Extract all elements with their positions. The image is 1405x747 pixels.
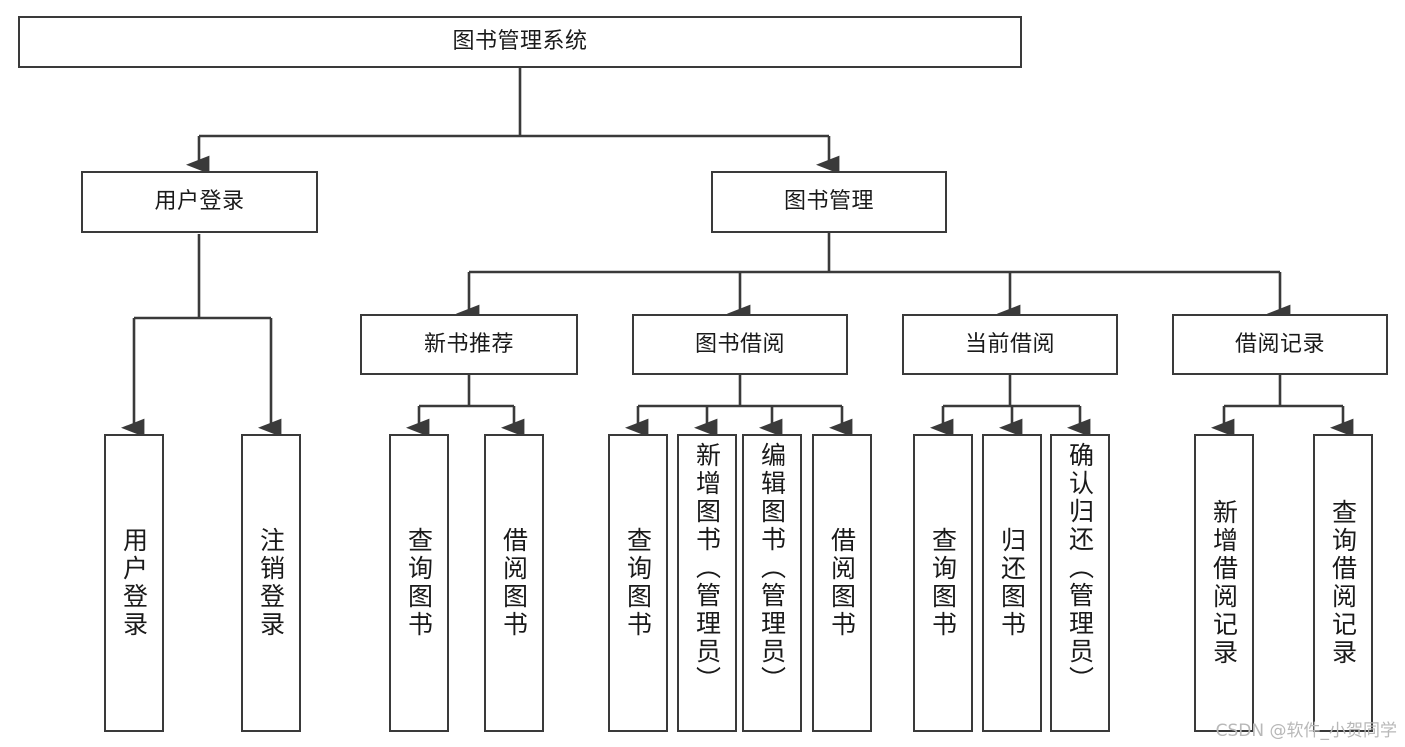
leaf-borrow-record-query-record[interactable]: 查询借阅记录 [1313, 434, 1373, 732]
leaf-current-borrow-query-book[interactable]: 查询图书 [913, 434, 973, 732]
leaf-user-login-login[interactable]: 用户登录 [104, 434, 164, 732]
node-label: 图书管理 [783, 189, 874, 215]
csdn-watermark: CSDN @软件_小贺同学 [1215, 721, 1397, 741]
leaf-book-borrow-query-book[interactable]: 查询图书 [608, 434, 668, 732]
node-label: 查询图书 [623, 527, 653, 639]
leaf-new-book-borrow-book[interactable]: 借阅图书 [484, 434, 544, 732]
node-label: 图书借阅 [694, 331, 785, 357]
leaf-current-borrow-return-book[interactable]: 归还图书 [982, 434, 1042, 732]
node-book-borrow[interactable]: 图书借阅 [632, 314, 848, 375]
node-label: 用户登录 [119, 527, 149, 639]
node-root-book-management-system[interactable]: 图书管理系统 [18, 16, 1022, 68]
node-label: 确认归还（管理员） [1065, 442, 1095, 694]
node-label: 注销登录 [256, 527, 286, 639]
node-label: 图书管理系统 [452, 29, 588, 55]
node-label: 新增借阅记录 [1209, 499, 1239, 667]
node-label: 当前借阅 [964, 331, 1055, 357]
node-current-borrow[interactable]: 当前借阅 [902, 314, 1118, 375]
node-label: 新书推荐 [423, 331, 514, 357]
leaf-current-borrow-confirm-return-admin[interactable]: 确认归还（管理员） [1050, 434, 1110, 732]
node-borrow-record[interactable]: 借阅记录 [1172, 314, 1388, 375]
node-label: 编辑图书（管理员） [757, 442, 787, 694]
node-new-book-recommend[interactable]: 新书推荐 [360, 314, 578, 375]
leaf-user-login-logout[interactable]: 注销登录 [241, 434, 301, 732]
node-label: 查询借阅记录 [1328, 499, 1358, 667]
leaf-book-borrow-borrow-book[interactable]: 借阅图书 [812, 434, 872, 732]
node-user-login[interactable]: 用户登录 [81, 171, 318, 233]
node-label: 查询图书 [404, 527, 434, 639]
node-label: 借阅图书 [499, 527, 529, 639]
leaf-borrow-record-add-record[interactable]: 新增借阅记录 [1194, 434, 1254, 732]
node-label: 归还图书 [997, 527, 1027, 639]
node-label: 新增图书（管理员） [692, 442, 722, 694]
node-label: 借阅图书 [827, 527, 857, 639]
leaf-book-borrow-add-book-admin[interactable]: 新增图书（管理员） [677, 434, 737, 732]
leaf-new-book-query-book[interactable]: 查询图书 [389, 434, 449, 732]
leaf-book-borrow-edit-book-admin[interactable]: 编辑图书（管理员） [742, 434, 802, 732]
node-label: 借阅记录 [1234, 331, 1325, 357]
node-label: 用户登录 [154, 189, 245, 215]
node-book-management[interactable]: 图书管理 [711, 171, 947, 233]
node-label: 查询图书 [928, 527, 958, 639]
